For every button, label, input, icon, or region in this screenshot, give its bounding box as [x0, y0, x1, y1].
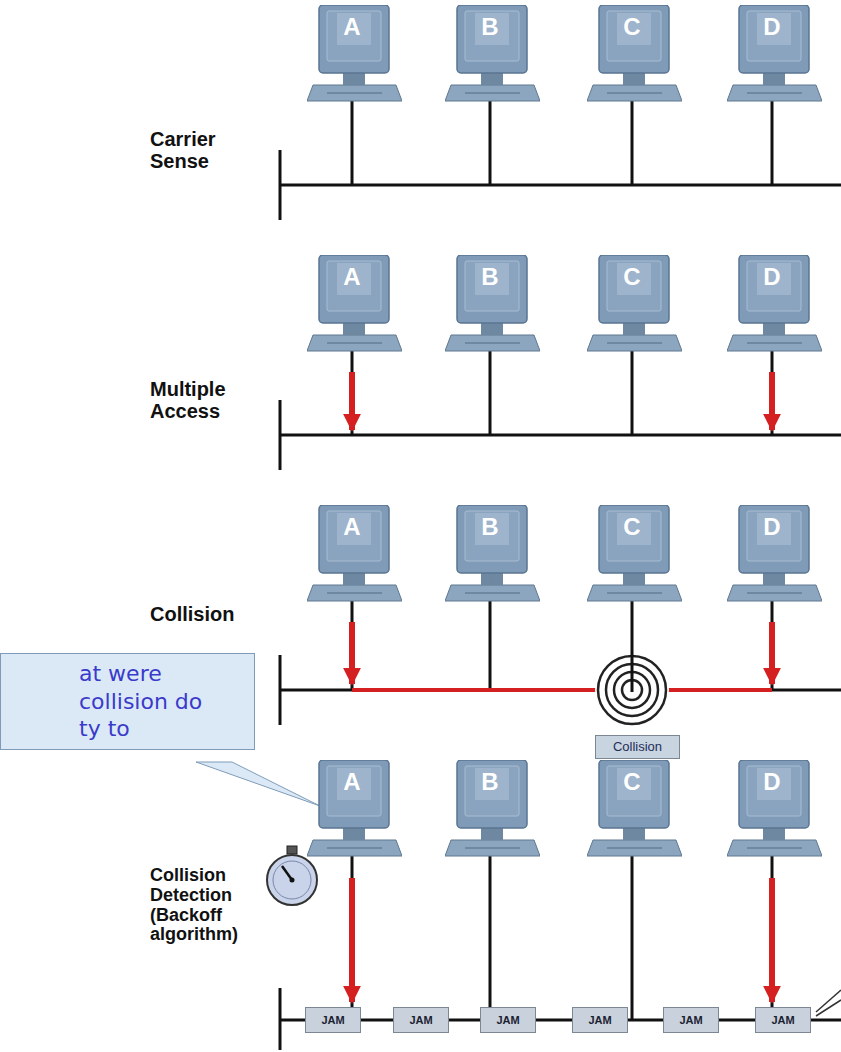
jam-signal-box: JAM	[572, 1007, 628, 1033]
computer-icon: D	[727, 5, 822, 105]
computer-icon: A	[307, 255, 402, 355]
station-letter: B	[465, 15, 515, 39]
station-letter: D	[747, 265, 797, 289]
computer-icon: C	[587, 505, 682, 605]
computer-icon: D	[727, 505, 822, 605]
computer-icon: D	[727, 255, 822, 355]
computer-icon: D	[727, 760, 822, 860]
station-letter: A	[327, 15, 377, 39]
station-letter: D	[747, 15, 797, 39]
collision-text: Collision	[602, 740, 673, 754]
jam-text: JAM	[398, 1014, 444, 1026]
jam-text: JAM	[760, 1014, 806, 1026]
bus-row-3	[280, 600, 841, 727]
jam-signal-box: JAM	[480, 1007, 536, 1033]
jam-text: JAM	[577, 1014, 623, 1026]
station-letter: C	[607, 770, 657, 794]
station-letter: B	[465, 265, 515, 289]
computer-icon: C	[587, 760, 682, 860]
computer-icon: A	[307, 505, 402, 605]
station-letter: A	[327, 770, 377, 794]
jam-text: JAM	[310, 1014, 356, 1026]
transmit-arrow	[769, 878, 775, 1002]
computer-icon: A	[307, 5, 402, 105]
transmit-arrow	[349, 622, 355, 684]
leader-line	[816, 1000, 841, 1016]
station-letter: D	[747, 770, 797, 794]
collision-label-box: Collision	[595, 735, 680, 759]
jam-signal-box: JAM	[305, 1007, 361, 1033]
computer-icon: A	[307, 760, 402, 860]
row-label: Multiple Access	[150, 378, 250, 422]
row-label: Collision Detection (Backoff algorithm)	[150, 866, 260, 945]
jam-text: JAM	[485, 1014, 531, 1026]
collision-symbol	[595, 600, 669, 727]
station-letter: C	[607, 265, 657, 289]
jam-signal-box: JAM	[755, 1007, 811, 1033]
station-letter: C	[607, 15, 657, 39]
row-label: Carrier Sense	[150, 128, 250, 172]
computer-icon: C	[587, 5, 682, 105]
computer-icon: C	[587, 255, 682, 355]
transmit-arrow	[349, 372, 355, 430]
station-letter: A	[327, 265, 377, 289]
computer-icon: B	[445, 5, 540, 105]
computer-icon: B	[445, 760, 540, 860]
computer-icon: B	[445, 505, 540, 605]
bus-row-2	[280, 350, 841, 470]
station-letter: C	[607, 515, 657, 539]
transmit-arrow	[349, 878, 355, 1002]
collision-signal	[352, 688, 772, 692]
station-letter: B	[465, 770, 515, 794]
station-letter: A	[327, 515, 377, 539]
computer-icon: B	[445, 255, 540, 355]
bus-row-1	[280, 100, 841, 220]
callout-box: at were collision do ty to	[0, 653, 255, 750]
station-letter: B	[465, 515, 515, 539]
jam-signal-box: JAM	[393, 1007, 449, 1033]
jam-text: JAM	[668, 1014, 714, 1026]
transmit-arrow	[769, 622, 775, 684]
jam-signal-box: JAM	[663, 1007, 719, 1033]
station-letter: D	[747, 515, 797, 539]
row-label: Collision	[150, 603, 260, 625]
callout-text: at were collision do ty to	[79, 660, 214, 743]
callout-tail	[196, 762, 320, 806]
bus-row-4	[280, 855, 841, 1050]
transmit-arrow	[769, 372, 775, 430]
